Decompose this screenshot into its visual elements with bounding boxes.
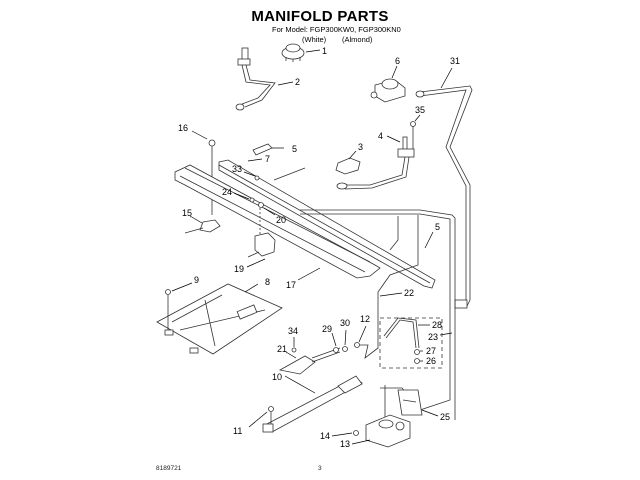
callout-26: 26	[426, 356, 436, 366]
leader-21	[285, 351, 297, 359]
document-number: 8189721	[156, 465, 182, 472]
part-shield-7	[218, 159, 436, 289]
leader-35	[414, 114, 421, 122]
callout-29: 29	[322, 324, 332, 334]
leader-13	[351, 439, 371, 445]
callout-13: 13	[340, 439, 350, 449]
leader-20	[263, 207, 276, 216]
callout-3: 3	[358, 142, 363, 152]
leader-4	[386, 135, 401, 143]
leader-33	[243, 171, 256, 177]
part-frame	[300, 209, 456, 420]
model-line: For Model: FGP300KW0, FGP300KN0	[272, 25, 401, 34]
callout-28: 28	[432, 320, 442, 330]
callout-8: 8	[265, 277, 270, 287]
part-burner-cap	[281, 43, 305, 62]
callout-11: 11	[233, 426, 242, 436]
callout-10: 10	[272, 372, 282, 382]
callout-15: 15	[182, 208, 192, 218]
leader-15	[189, 215, 203, 224]
part-valve-4	[344, 136, 415, 190]
leader-12	[358, 325, 367, 343]
callout-19: 19	[234, 264, 244, 274]
leader-2	[277, 81, 294, 86]
leader-7	[247, 158, 263, 162]
callout-25: 25	[440, 412, 450, 422]
part-fastener-24	[249, 197, 255, 203]
leader-29	[331, 332, 337, 347]
part-valve-15	[184, 219, 221, 234]
callout-31: 31	[450, 56, 460, 66]
callout-4: 4	[378, 131, 383, 141]
callout-1: 1	[322, 46, 327, 56]
leader-6	[391, 65, 398, 79]
callout-22: 22	[404, 288, 414, 298]
part-tube-31	[415, 85, 473, 309]
part-nut-14	[353, 430, 359, 436]
leader-31	[440, 67, 453, 89]
part-fastener-33	[254, 175, 260, 181]
part-burner-tube	[235, 47, 276, 111]
leader-25	[421, 409, 439, 417]
kit-box-28	[379, 317, 443, 369]
leader-3	[348, 150, 357, 160]
color-almond-label: (Almond)	[342, 35, 373, 44]
leader-22	[379, 292, 403, 297]
leader-17	[297, 267, 321, 281]
part-regulator	[370, 78, 406, 103]
callout-5a: 5	[292, 144, 297, 154]
callout-21: 21	[277, 344, 287, 354]
callout-27: 27	[426, 346, 436, 356]
part-screw-9	[165, 289, 171, 330]
leader-19	[246, 258, 266, 268]
part-fitting	[336, 182, 348, 190]
callout-16: 16	[178, 123, 188, 133]
leader-11	[248, 411, 268, 428]
callout-23: 23	[428, 332, 438, 342]
part-bracket-19	[247, 208, 276, 258]
callout-33: 33	[232, 164, 242, 174]
callout-6: 6	[395, 56, 400, 66]
callout-34: 34	[288, 326, 298, 336]
part-plate-25	[397, 389, 423, 416]
part-screw-35	[410, 121, 416, 150]
part-tube-28	[383, 317, 420, 364]
part-bracket-3	[335, 157, 361, 175]
part-valve-13	[365, 385, 411, 448]
callout-24: 24	[222, 187, 232, 197]
callout-17: 17	[286, 280, 296, 290]
callout-14: 14	[320, 431, 330, 441]
part-pan-8	[156, 283, 283, 355]
leader-16	[191, 130, 208, 140]
callout-12: 12	[360, 314, 370, 324]
part-valve-assembly	[278, 320, 379, 375]
page-number: 3	[318, 465, 322, 472]
callout-5b: 5	[435, 222, 440, 232]
leader-9	[171, 282, 193, 292]
color-white-label: (White)	[302, 35, 327, 44]
leader-14	[331, 432, 353, 437]
callout-7: 7	[265, 154, 270, 164]
part-fastener-20	[258, 202, 264, 208]
leader-30	[344, 329, 347, 346]
leader-8	[244, 283, 259, 293]
callout-9: 9	[194, 275, 199, 285]
callout-30: 30	[340, 318, 350, 328]
part-screw-11	[268, 406, 274, 424]
part-tube-10	[262, 375, 363, 433]
callout-20: 20	[276, 215, 286, 225]
leader-1	[305, 49, 321, 53]
leader-5b	[424, 231, 434, 249]
leader-10	[284, 375, 316, 394]
callout-35: 35	[415, 105, 425, 115]
callout-2: 2	[295, 77, 300, 87]
leader-24	[233, 192, 250, 200]
page-title: MANIFOLD PARTS	[251, 8, 389, 25]
